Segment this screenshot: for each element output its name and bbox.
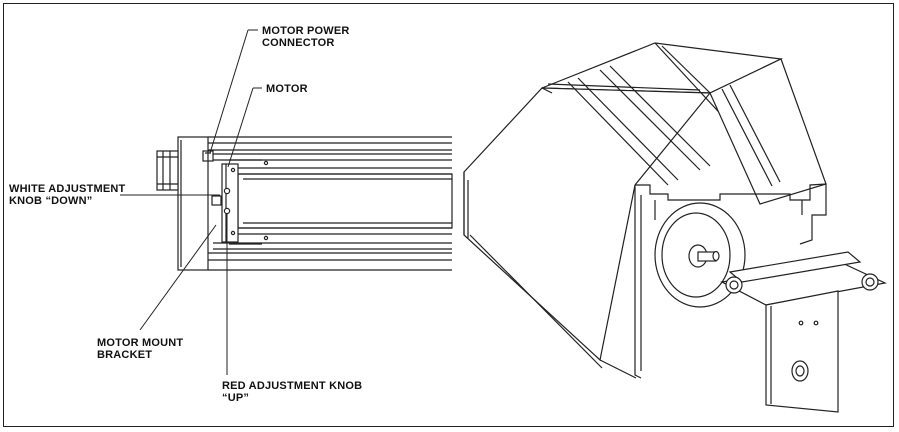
label-motor-mount-bracket: MOTOR MOUNT BRACKET: [97, 337, 183, 361]
label-white-adjustment-knob: WHITE ADJUSTMENT KNOB “DOWN”: [9, 183, 125, 207]
label-motor-power-connector: MOTOR POWER CONNECTOR: [262, 25, 350, 49]
leader-lines: [120, 29, 262, 375]
label-line-2: BRACKET: [97, 349, 153, 361]
label-red-adjustment-knob: RED ADJUSTMENT KNOB “UP”: [222, 380, 362, 404]
label-line-1: MOTOR POWER: [262, 25, 350, 37]
housing-perspective-view: [463, 42, 887, 413]
label-line-2: “UP”: [222, 392, 250, 404]
label-line-2: CONNECTOR: [262, 37, 335, 49]
label-line-1: RED ADJUSTMENT KNOB: [222, 380, 363, 392]
label-line-2: KNOB “DOWN”: [9, 195, 93, 207]
label-motor: MOTOR: [266, 83, 308, 95]
housing-top-view: [156, 136, 453, 271]
label-line-1: MOTOR MOUNT: [97, 337, 184, 349]
label-line-1: WHITE ADJUSTMENT: [9, 183, 126, 195]
